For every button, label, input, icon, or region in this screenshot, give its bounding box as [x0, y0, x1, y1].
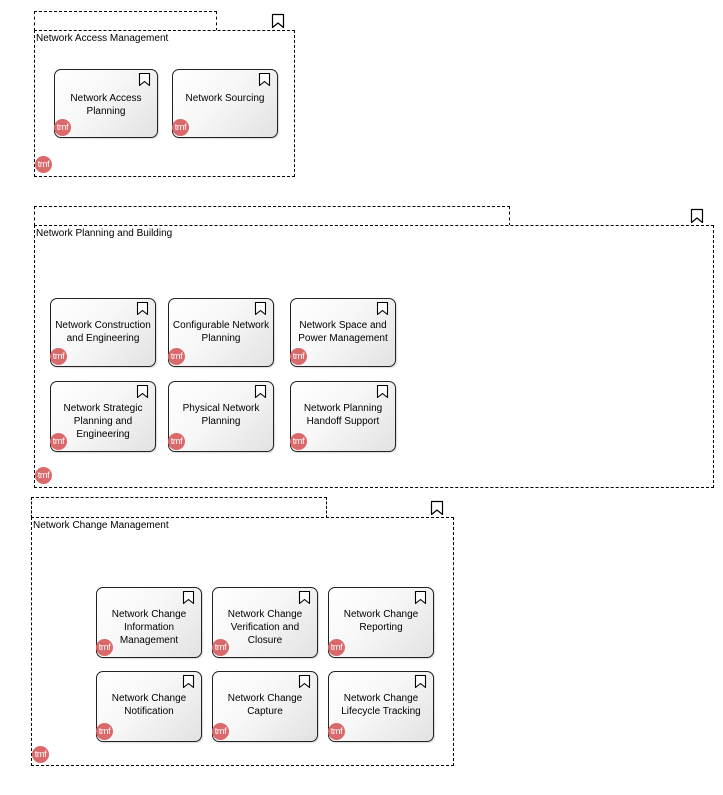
bookmark-icon [254, 384, 267, 399]
tmf-badge: tmf [328, 639, 345, 656]
card-network-construction-and-engineering[interactable]: Network Construction and Engineering tmf [50, 298, 156, 367]
card-network-planning-handoff-support[interactable]: Network Planning Handoff Support tmf [290, 381, 396, 452]
group-title: Network Access Management [36, 33, 169, 44]
bookmark-icon [182, 674, 195, 689]
card-label: Network Change Reporting [343, 609, 419, 633]
card-label: Configurable Network Planning [172, 320, 270, 344]
card-network-change-information-management[interactable]: Network Change Information Management tm… [96, 587, 202, 658]
tmf-badge: tmf [168, 348, 185, 365]
card-label: Network Change Capture [227, 693, 303, 717]
group-title: Network Change Management [33, 520, 169, 531]
bookmark-icon [182, 590, 195, 605]
tmf-badge: tmf [32, 746, 49, 763]
group-tab [34, 11, 217, 31]
card-network-change-verification-and-closure[interactable]: Network Change Verification and Closure … [212, 587, 318, 658]
card-network-sourcing[interactable]: Network Sourcing tmf [172, 69, 278, 138]
bookmark-icon [258, 72, 271, 87]
card-label: Network Strategic Planning and Engineeri… [63, 403, 143, 440]
card-label: Network Planning Handoff Support [303, 403, 383, 427]
card-network-strategic-planning-and-engineering[interactable]: Network Strategic Planning and Engineeri… [50, 381, 156, 452]
bookmark-icon [690, 208, 704, 224]
card-label: Network Access Planning [70, 93, 142, 117]
bookmark-icon [136, 301, 149, 316]
card-label: Network Construction and Engineering [55, 320, 151, 344]
card-configurable-network-planning[interactable]: Configurable Network Planning tmf [168, 298, 274, 367]
bookmark-icon [254, 301, 267, 316]
bookmark-icon [414, 674, 427, 689]
tmf-badge: tmf [212, 639, 229, 656]
tmf-badge: tmf [50, 348, 67, 365]
card-network-space-and-power-management[interactable]: Network Space and Power Management tmf [290, 298, 396, 367]
bookmark-icon [376, 301, 389, 316]
tmf-badge: tmf [50, 433, 67, 450]
card-label: Network Change Information Management [111, 609, 187, 646]
tmf-badge: tmf [96, 723, 113, 740]
bookmark-icon [298, 674, 311, 689]
card-network-change-notification[interactable]: Network Change Notification tmf [96, 671, 202, 742]
bookmark-icon [430, 500, 444, 516]
group-tab [34, 206, 510, 226]
card-label: Network Change Lifecycle Tracking [341, 693, 421, 717]
tmf-badge: tmf [172, 119, 189, 136]
tmf-badge: tmf [290, 433, 307, 450]
tmf-badge: tmf [54, 119, 71, 136]
group-tab [31, 497, 327, 518]
card-label: Network Sourcing [185, 93, 265, 104]
card-label: Network Change Verification and Closure [227, 609, 303, 646]
bookmark-icon [414, 590, 427, 605]
card-network-change-lifecycle-tracking[interactable]: Network Change Lifecycle Tracking tmf [328, 671, 434, 742]
card-network-change-capture[interactable]: Network Change Capture tmf [212, 671, 318, 742]
tmf-badge: tmf [212, 723, 229, 740]
tmf-badge: tmf [290, 348, 307, 365]
tmf-badge: tmf [35, 156, 52, 173]
bookmark-icon [138, 72, 151, 87]
tmf-badge: tmf [96, 639, 113, 656]
card-network-change-reporting[interactable]: Network Change Reporting tmf [328, 587, 434, 658]
card-label: Network Change Notification [111, 693, 187, 717]
tmf-badge: tmf [328, 723, 345, 740]
bookmark-icon [271, 13, 285, 29]
bookmark-icon [376, 384, 389, 399]
card-physical-network-planning[interactable]: Physical Network Planning tmf [168, 381, 274, 452]
card-label: Physical Network Planning [182, 403, 260, 427]
tmf-badge: tmf [35, 467, 52, 484]
bookmark-icon [298, 590, 311, 605]
group-title: Network Planning and Building [36, 228, 173, 239]
card-network-access-planning[interactable]: Network Access Planning tmf [54, 69, 158, 138]
bookmark-icon [136, 384, 149, 399]
tmf-badge: tmf [168, 433, 185, 450]
card-label: Network Space and Power Management [298, 320, 388, 344]
